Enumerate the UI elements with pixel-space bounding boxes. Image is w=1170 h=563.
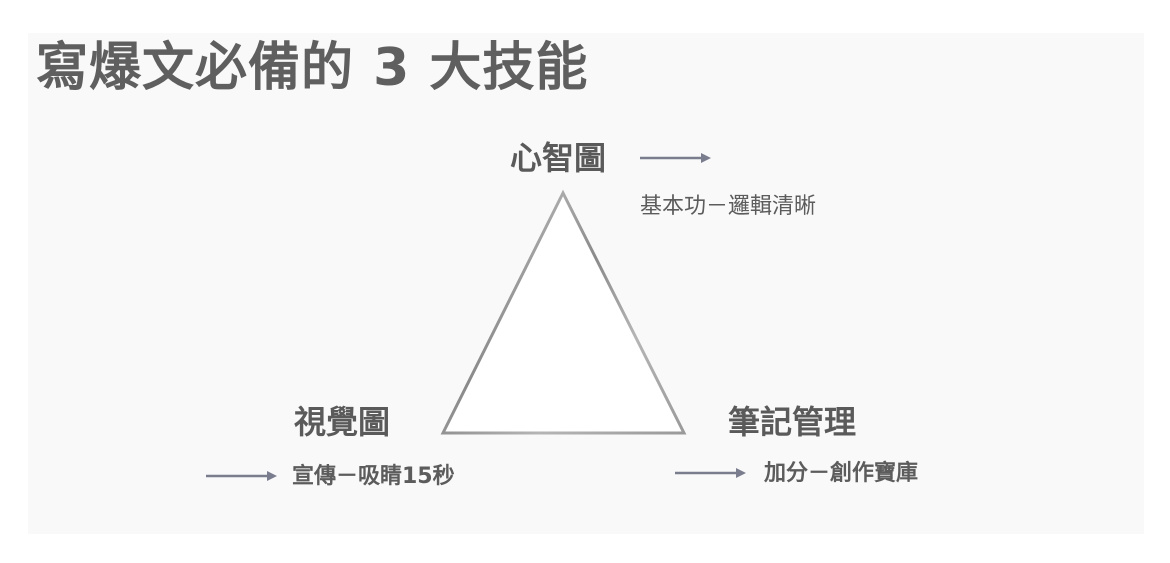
skills-triangle <box>440 189 687 435</box>
node-label-mind-map: 心智圖 <box>510 139 607 177</box>
node-description-visual-map: 宣傳－吸睛15秒 <box>292 464 455 489</box>
node-label-note-management: 筆記管理 <box>728 403 857 441</box>
page-title: 寫爆文必備的 3 大技能 <box>36 38 589 98</box>
arrow-right-icon <box>640 153 711 163</box>
arrow-right-icon <box>206 471 277 481</box>
arrow-right-icon <box>675 468 746 478</box>
node-description-note-management: 加分－創作寶庫 <box>764 461 919 486</box>
node-label-visual-map: 視覺圖 <box>294 403 391 441</box>
node-description-mind-map: 基本功－邏輯清晰 <box>640 194 817 219</box>
